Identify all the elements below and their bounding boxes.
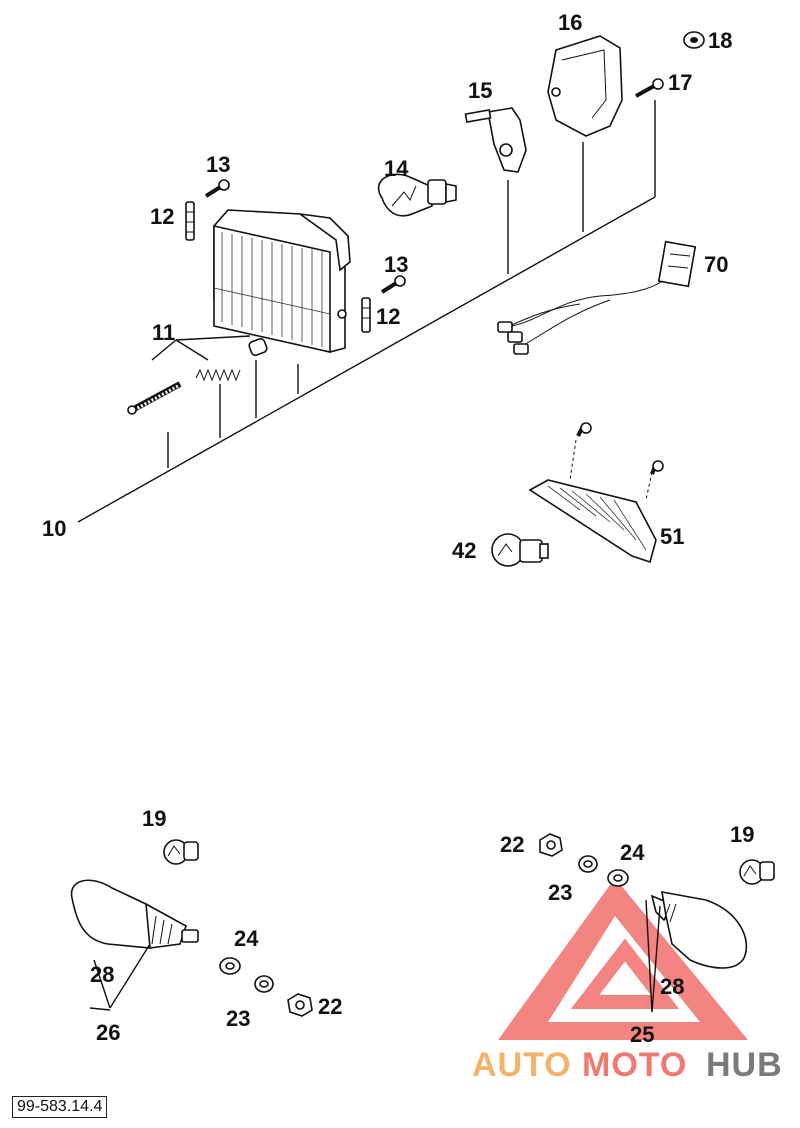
watermark-auto: AUTO bbox=[472, 1046, 572, 1084]
label-51: 51 bbox=[660, 524, 684, 549]
tail-lamp bbox=[528, 422, 664, 564]
headlamp-unit bbox=[213, 209, 351, 353]
label-15: 15 bbox=[468, 78, 492, 103]
label-28-right: 28 bbox=[660, 974, 684, 999]
headlamp-bulb bbox=[377, 173, 457, 217]
watermark-triangle-inner bbox=[570, 938, 680, 1009]
washer-24-right bbox=[607, 869, 629, 887]
label-12-right: 12 bbox=[376, 304, 400, 329]
washer-24-left bbox=[219, 957, 241, 975]
watermark-text: AUTO MOTO HUB bbox=[472, 1046, 783, 1084]
label-13-left: 13 bbox=[206, 152, 230, 177]
label-28-left: 28 bbox=[90, 962, 114, 987]
label-23-right: 23 bbox=[548, 880, 572, 905]
callout-labels: 10 11 12 12 13 13 14 15 16 17 18 70 42 5… bbox=[42, 10, 754, 1047]
label-16: 16 bbox=[558, 10, 582, 35]
watermark-hub: HUB bbox=[706, 1046, 783, 1084]
label-10: 10 bbox=[42, 516, 66, 541]
screw-13-left bbox=[204, 179, 230, 198]
label-24-right: 24 bbox=[620, 840, 645, 865]
lockwasher-23-left bbox=[254, 975, 274, 993]
pointer-11a bbox=[151, 339, 177, 361]
label-14: 14 bbox=[384, 156, 409, 181]
label-13-right: 13 bbox=[384, 252, 408, 277]
label-22-right: 22 bbox=[500, 832, 524, 857]
label-11: 11 bbox=[152, 320, 175, 345]
assembly-lines bbox=[77, 100, 656, 523]
clip-12-right bbox=[361, 297, 371, 333]
indicator-right-pointers bbox=[645, 899, 661, 1013]
nut-22-right bbox=[539, 833, 563, 857]
reference-code: 99-583.14.4 bbox=[12, 1096, 108, 1118]
indicator-left-pointers bbox=[93, 943, 151, 1009]
label-42: 42 bbox=[452, 538, 476, 563]
adjust-bolt bbox=[127, 381, 182, 415]
label-18: 18 bbox=[708, 28, 732, 53]
label-22-left: 22 bbox=[318, 994, 342, 1019]
pointer-11b bbox=[175, 339, 209, 361]
adjust-nut bbox=[248, 338, 268, 356]
bulb-19-left bbox=[163, 839, 199, 865]
label-23-left: 23 bbox=[226, 1006, 250, 1031]
grommet-18 bbox=[683, 31, 705, 49]
lockwasher-23-right bbox=[578, 855, 598, 873]
label-19-right: 19 bbox=[730, 822, 754, 847]
label-70: 70 bbox=[704, 252, 728, 277]
headlamp-adjuster bbox=[337, 309, 347, 319]
indicator-right bbox=[650, 891, 748, 969]
nut-22-left bbox=[287, 993, 313, 1017]
tail-bulb bbox=[491, 533, 549, 567]
label-19-left: 19 bbox=[142, 806, 166, 831]
watermark-moto: MOTO bbox=[582, 1046, 687, 1084]
headlamp-rear bbox=[299, 213, 351, 272]
label-12-left: 12 bbox=[150, 204, 174, 229]
label-24-left: 24 bbox=[234, 926, 259, 951]
watermark-triangle-outer bbox=[498, 878, 748, 1040]
screw-13-right bbox=[380, 275, 406, 294]
wiring-harness bbox=[497, 240, 697, 355]
pointer-11c bbox=[175, 335, 251, 341]
bulb-19-right bbox=[739, 859, 775, 885]
clip-12-left bbox=[185, 201, 195, 241]
indicator-left bbox=[70, 879, 199, 1011]
watermark-logo bbox=[498, 878, 748, 1040]
label-26: 26 bbox=[96, 1020, 120, 1045]
main-leader-line bbox=[77, 196, 656, 523]
screw-17 bbox=[635, 78, 664, 98]
cover-16 bbox=[547, 35, 623, 137]
label-17: 17 bbox=[668, 70, 692, 95]
adjust-spring bbox=[195, 368, 241, 382]
bracket-15 bbox=[464, 107, 527, 173]
label-25: 25 bbox=[630, 1022, 654, 1047]
